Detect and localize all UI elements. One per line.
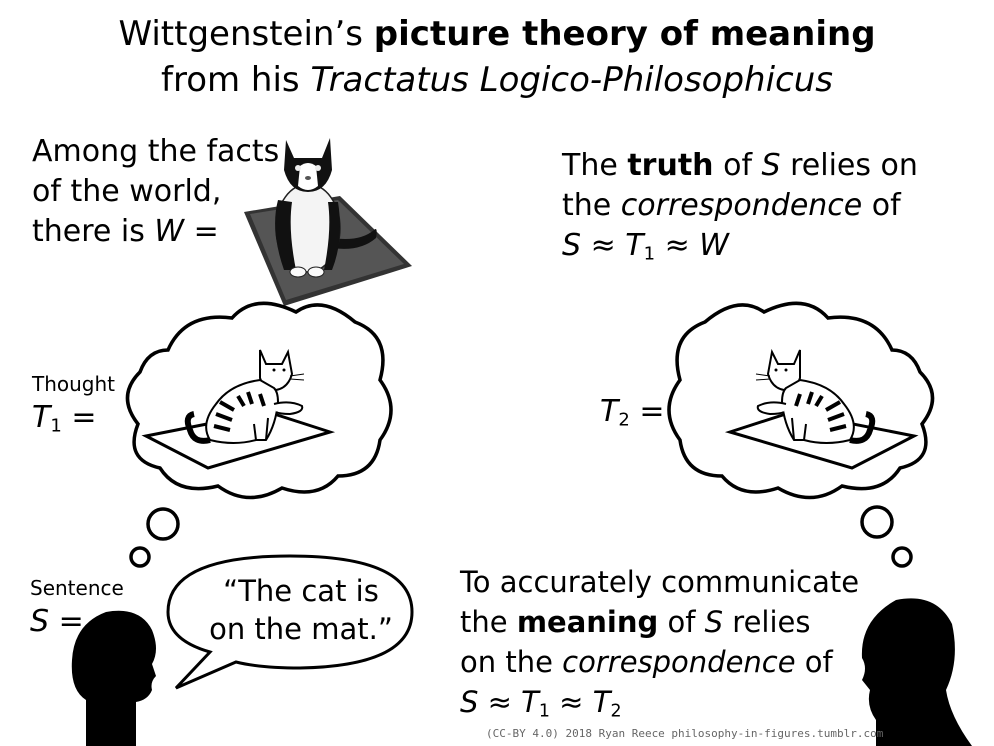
title-line-1: Wittgenstein’s picture theory of meaning (0, 12, 994, 56)
sentence-label: Sentence (30, 576, 124, 600)
subtitle-normal-text: from his (161, 60, 300, 100)
var-w: W (154, 214, 185, 249)
meaning-bold: meaning (516, 605, 659, 639)
thought-cloud-right (667, 301, 935, 568)
listener-silhouette-right (861, 598, 972, 746)
truth-bold: truth (627, 148, 714, 183)
speech-text: “The cat is on the mat.” (196, 572, 406, 648)
cartoon-cat-left (184, 348, 305, 444)
meaning-line-2: the meaning of S relies (460, 605, 811, 639)
subtitle-italic-text: Tractatus Logico-Philosophicus (310, 60, 833, 100)
truth-line-2: the correspondence of (562, 188, 901, 223)
speaker-silhouette-left (71, 610, 156, 746)
speech-bubble (166, 554, 414, 690)
meaning-text: To accurately communicate the meaning of… (460, 562, 859, 731)
meaning-line-1: To accurately communicate (460, 565, 860, 599)
sentence-var: S = (30, 604, 84, 639)
speech-line-2: on the mat.” (209, 612, 393, 646)
title-normal-text: Wittgenstein’s (118, 14, 363, 54)
title-line-2: from his Tractatus Logico-Philosophicus (0, 58, 994, 102)
t2-var: T2 = (600, 394, 665, 431)
facts-line-2: of the world, (32, 174, 222, 209)
truth-line-1: The truth of S relies on (562, 148, 918, 183)
truth-equation: S ≈ T1 ≈ W (562, 228, 729, 265)
meaning-equation: S ≈ T1 ≈ T2 (460, 685, 622, 722)
facts-line-1: Among the facts (32, 134, 280, 169)
real-cat-photo (244, 138, 412, 306)
thought-label: Thought (32, 372, 116, 396)
truth-text: The truth of S relies on the corresponde… (562, 146, 918, 275)
credit-line: (CC-BY 4.0) 2018 Ryan Reece philosophy-i… (486, 727, 884, 740)
title-bold-text: picture theory of meaning (373, 14, 876, 54)
meaning-line-3: on the correspondence of (460, 645, 833, 679)
thought-var: T1 = (32, 400, 97, 437)
facts-line-3: there is W = (32, 214, 219, 249)
speech-line-1: “The cat is (223, 574, 379, 608)
facts-text: Among the facts of the world, there is W… (32, 132, 279, 252)
